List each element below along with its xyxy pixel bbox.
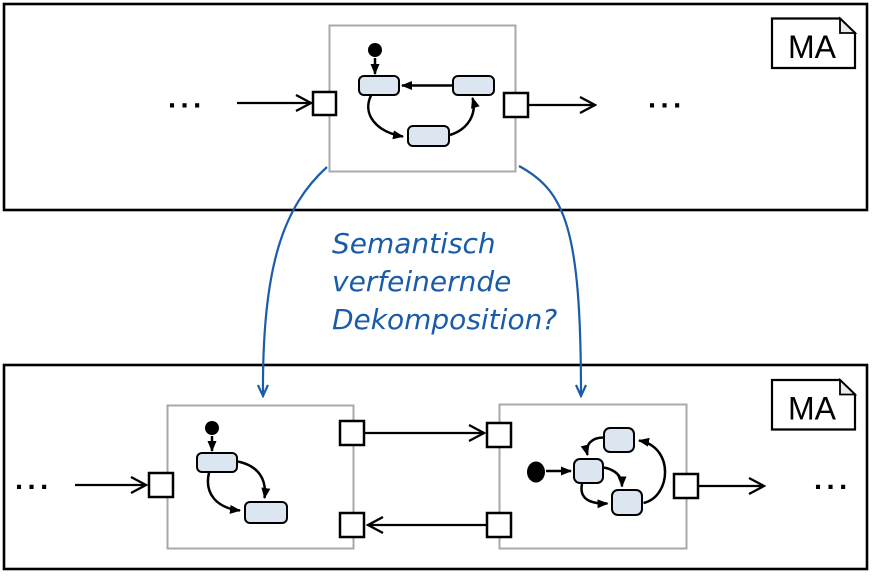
bottom-document-fold-icon: [839, 377, 858, 396]
bottom-right-transition-bottom-top: [638, 437, 667, 505]
top-doc-label: MA: [788, 29, 837, 65]
bottom-left-transition-a-b-right: [237, 460, 271, 499]
top-panel: ... ... MA: [2, 2, 869, 212]
top-ellipsis-right: ...: [648, 83, 686, 115]
top-document-fold-icon: [839, 16, 858, 34]
bottom-doc-label: MA: [788, 391, 837, 427]
bottom-right-transition-top-middle: [580, 436, 606, 456]
bottom-right-initial-state-icon: [527, 461, 545, 483]
top-state-a: [358, 75, 400, 96]
bottom-panel: ... ... MA: [2, 363, 869, 571]
bottom-right-comp-output-port: [672, 472, 700, 500]
top-initial-state-icon: [368, 43, 382, 57]
annotation: Semantisch verfeinernde Dekomposition?: [263, 165, 581, 395]
bottom-left-comp-out-port-top: [338, 419, 366, 447]
refinement-arrow-left: [263, 166, 328, 395]
bottom-right-transition-middle-bottom-1: [603, 466, 627, 488]
bottom-left-state-a: [196, 452, 238, 473]
refinement-arrow-right: [518, 165, 581, 395]
bottom-left-transition-a-b-left: [206, 472, 241, 514]
top-ellipsis-left: ...: [168, 83, 206, 115]
bottom-right-state-middle: [573, 458, 604, 484]
top-document-icon: [770, 17, 857, 70]
top-right-port: [502, 91, 530, 119]
bottom-ellipsis-left: ...: [15, 464, 53, 496]
bottom-right-transition-middle-bottom-2: [580, 483, 609, 509]
bottom-right-comp-in-port-top: [485, 421, 513, 449]
bottom-left-comp-in-port-bottom: [338, 511, 366, 539]
top-transition-c-b: [449, 97, 480, 137]
bottom-document-icon: [770, 378, 857, 431]
bottom-left-comp-input-port: [147, 471, 175, 499]
annotation-line-1: Semantisch: [332, 227, 496, 260]
annotation-line-3: Dekomposition?: [332, 303, 557, 336]
bottom-left-initial-state-icon: [205, 421, 219, 435]
bottom-right-state-top: [603, 427, 635, 453]
top-component-box: [328, 24, 517, 173]
annotation-line-2: verfeinernde: [332, 265, 511, 298]
bottom-right-comp-out-port-bottom: [485, 511, 513, 539]
top-state-b: [452, 75, 495, 96]
bottom-right-state-bottom: [611, 489, 643, 516]
bottom-panel-border: [2, 363, 869, 571]
top-transition-a-c: [367, 94, 404, 140]
top-left-port: [311, 90, 338, 117]
bottom-ellipsis-right: ...: [814, 464, 852, 496]
bottom-left-state-b: [244, 501, 288, 524]
top-state-c: [407, 125, 450, 147]
